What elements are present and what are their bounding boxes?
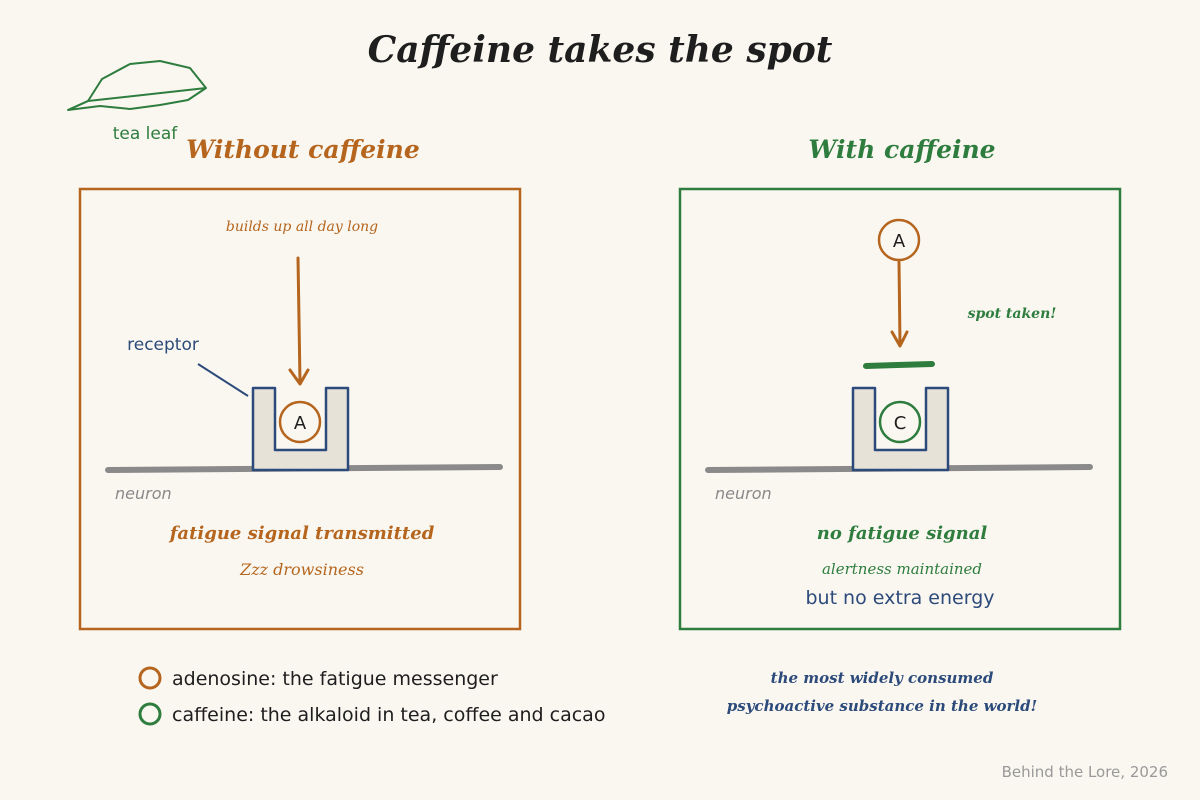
tea-leaf-icon — [67, 60, 207, 111]
page-title: Caffeine takes the spot — [368, 29, 833, 71]
right-panel-frame — [678, 187, 1122, 631]
footnote-line-2: psychoactive substance in the world! — [727, 697, 1037, 715]
block-bar — [863, 361, 935, 369]
legend-caffeine-label: caffeine: the alkaloid in tea, coffee an… — [172, 704, 605, 726]
right-neuron-label: neuron — [715, 484, 772, 503]
legend-caffeine-swatch — [138, 702, 162, 726]
right-caffeine-molecule — [878, 400, 922, 444]
left-receptor-shape — [251, 386, 350, 472]
receptor-label: receptor — [127, 335, 199, 355]
credit-text: Behind the Lore, 2026 — [1002, 763, 1168, 781]
left-arrow-note: builds up all day long — [226, 219, 378, 235]
legend-adenosine-swatch — [138, 666, 162, 690]
left-neuron-label: neuron — [115, 484, 172, 503]
left-effect-text: Zzz drowsiness — [239, 560, 364, 579]
blocked-note: spot taken! — [968, 306, 1057, 322]
legend: adenosine: the fatigue messenger caffein… — [138, 666, 605, 726]
legend-adenosine-label: adenosine: the fatigue messenger — [172, 668, 498, 690]
right-adenosine-molecule — [877, 218, 921, 262]
right-receptor-shape — [851, 386, 950, 472]
right-result-text: no fatigue signal — [817, 523, 988, 544]
left-adenosine-arrow — [288, 256, 310, 386]
left-adenosine-molecule — [278, 400, 322, 444]
right-panel-heading: With caffeine — [808, 135, 995, 164]
receptor-leader-line — [197, 363, 249, 397]
right-adenosine-arrow — [890, 260, 909, 348]
left-panel-frame — [78, 187, 522, 631]
right-caffeine-letter: C — [894, 413, 907, 434]
tea-leaf-label: tea leaf — [113, 124, 179, 144]
right-caveat-text: but no extra energy — [805, 587, 994, 609]
left-result-text: fatigue signal transmitted — [168, 523, 435, 544]
left-panel-heading: Without caffeine — [186, 135, 420, 164]
right-adenosine-letter: A — [893, 231, 906, 252]
footnote-line-1: the most widely consumed — [771, 669, 994, 687]
right-effect-text: alertness maintained — [822, 560, 982, 578]
left-adenosine-letter: A — [294, 413, 307, 434]
